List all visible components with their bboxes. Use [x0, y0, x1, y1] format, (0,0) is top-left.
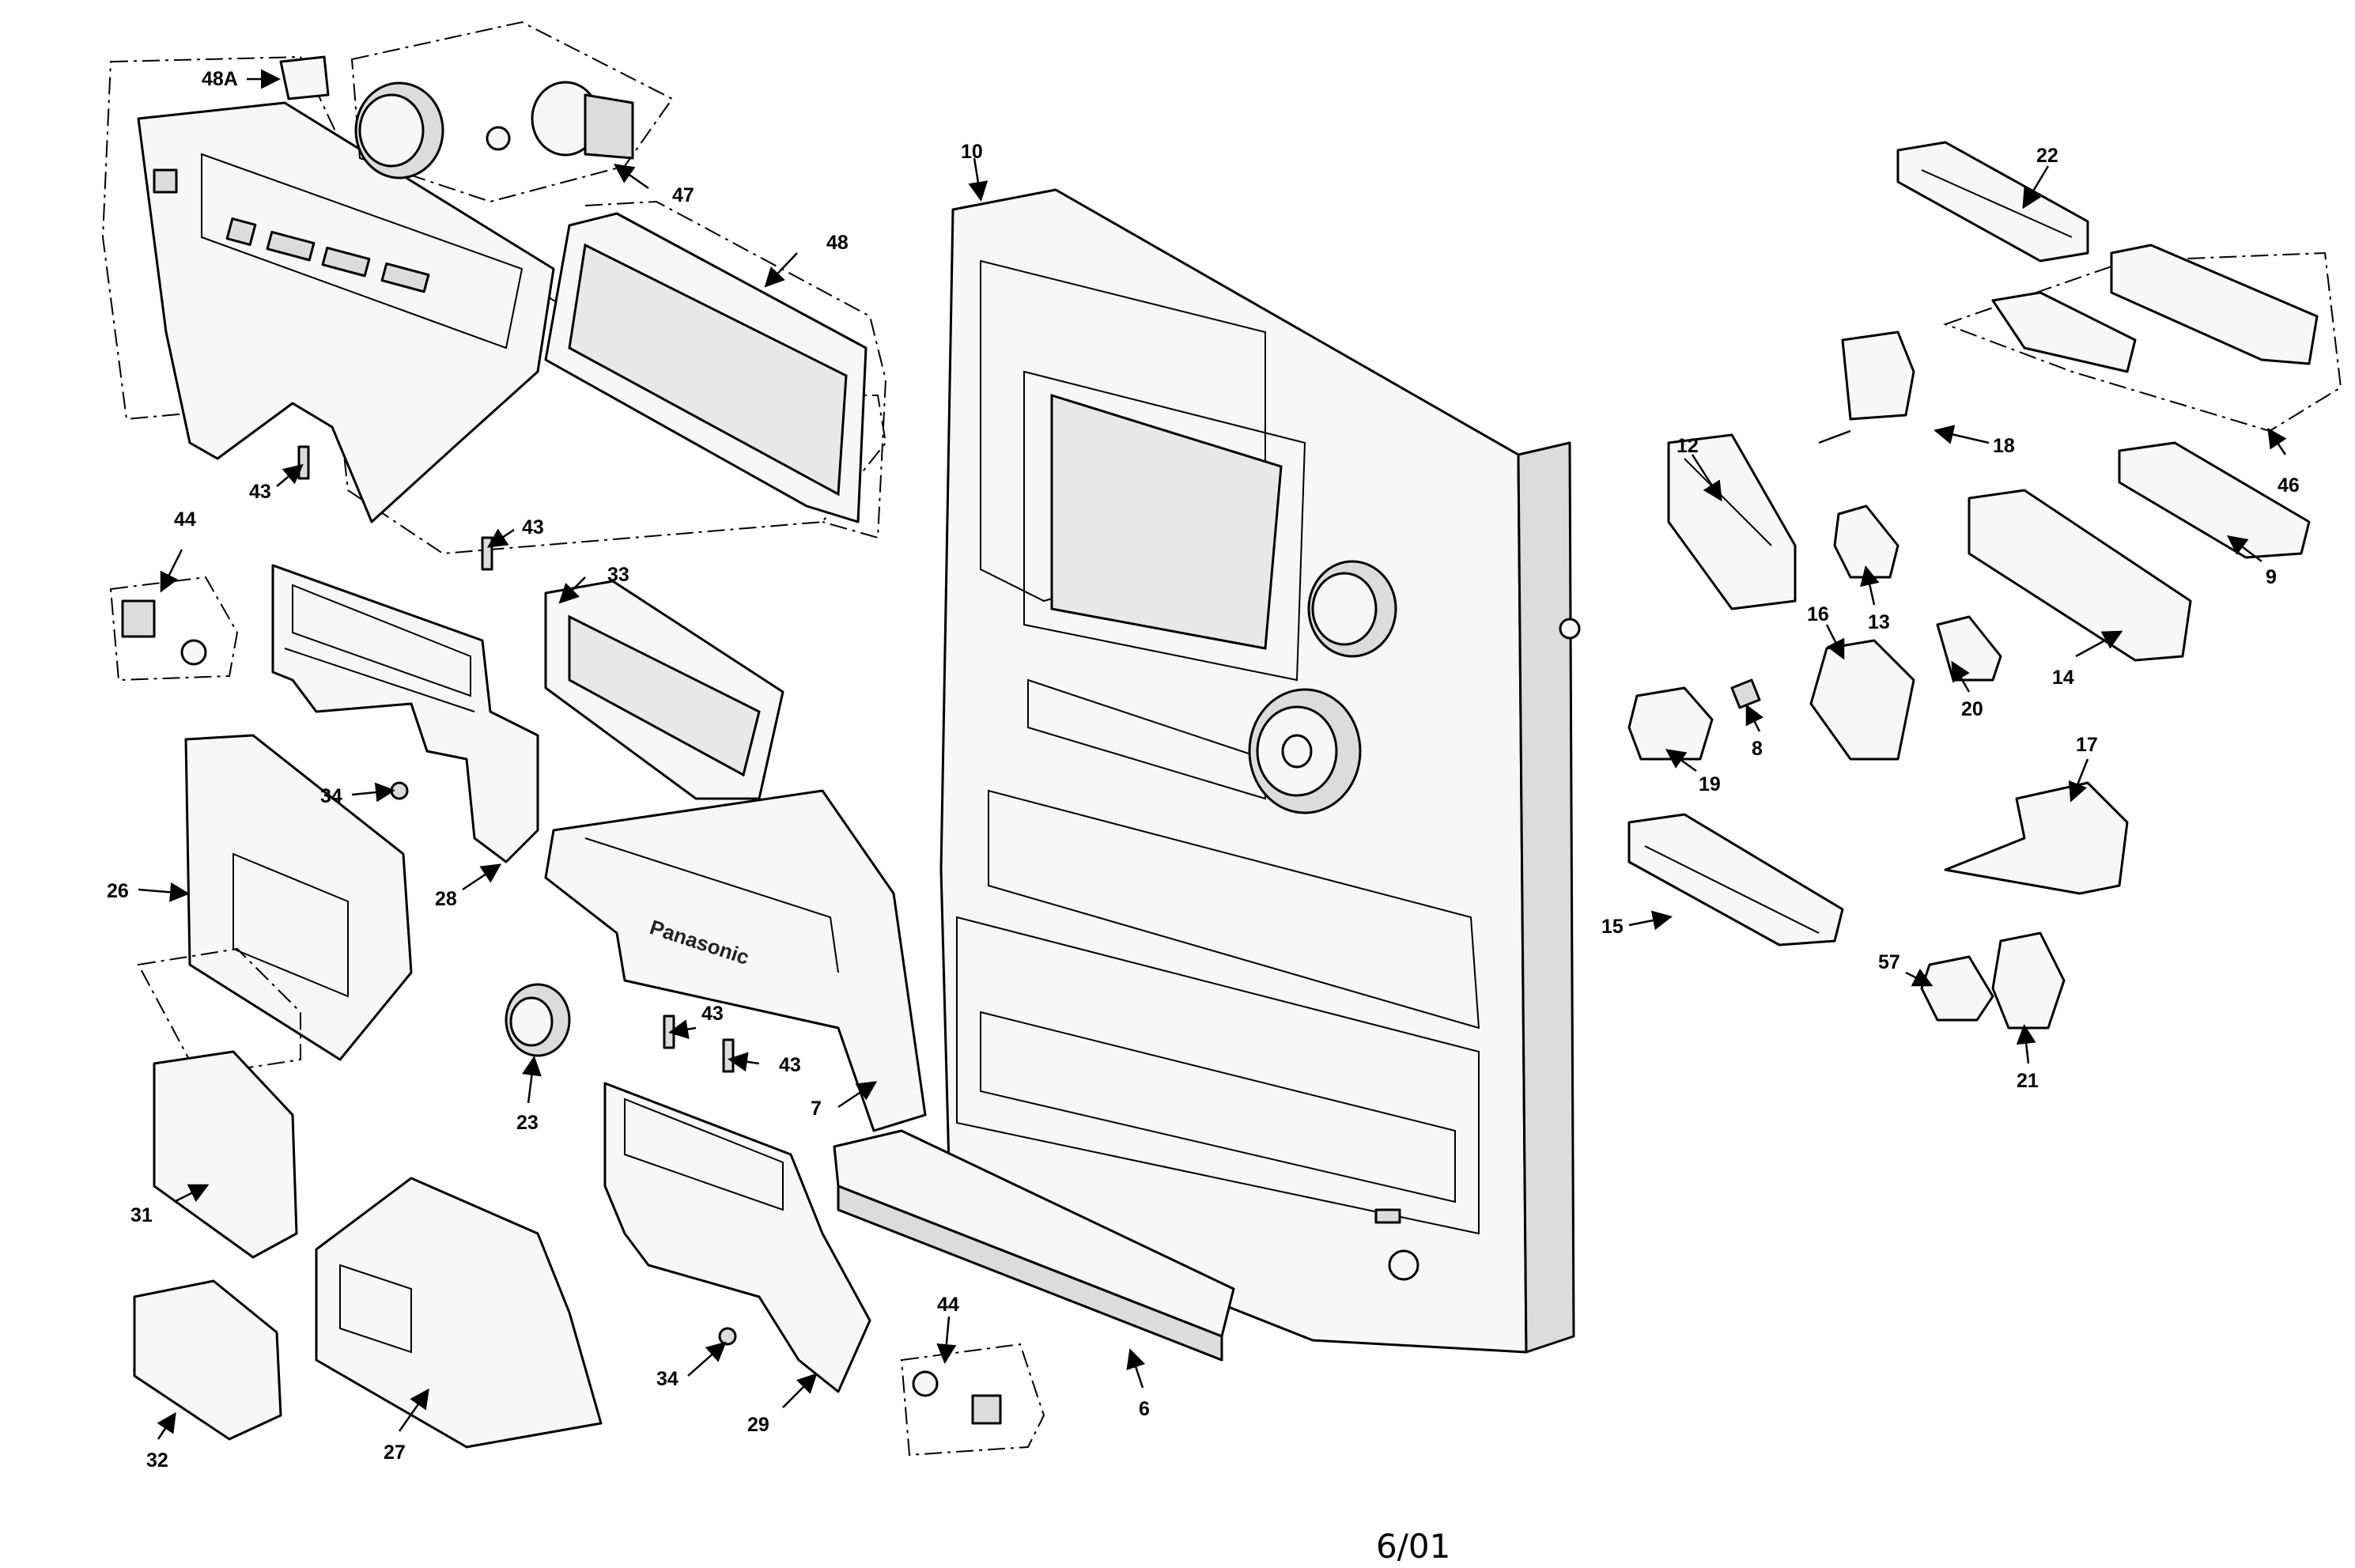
- callout-28: 28: [435, 888, 457, 910]
- callout-44-lower: 44: [937, 1294, 959, 1316]
- led-part-44-upper: [109, 576, 239, 682]
- callout-8: 8: [1752, 738, 1763, 760]
- callout-labels: 48A 47 48 10 22 46 18 12 9 13 14 16 20 8…: [107, 68, 2300, 1472]
- centre-panel-7: Panasonic: [544, 789, 927, 1132]
- callout-43-c: 43: [701, 1003, 724, 1025]
- callout-22: 22: [2036, 145, 2058, 167]
- callout-12: 12: [1676, 435, 1699, 457]
- callout-33: 33: [607, 564, 629, 586]
- leader-lines: [138, 69, 2287, 1440]
- callout-23: 23: [516, 1112, 539, 1134]
- callout-27: 27: [384, 1441, 406, 1464]
- part-8: [1730, 678, 1761, 709]
- part-15: [1627, 813, 1844, 946]
- front-panel-10: [939, 188, 1581, 1354]
- holder-27: [315, 1177, 603, 1449]
- callout-44-upper: 44: [174, 508, 196, 531]
- window-33: [544, 580, 784, 800]
- callout-15: 15: [1601, 916, 1624, 938]
- callout-6: 6: [1139, 1398, 1150, 1420]
- callout-9: 9: [2266, 566, 2277, 588]
- callout-32: 32: [146, 1449, 168, 1472]
- part-13: [1833, 504, 1899, 579]
- callout-26: 26: [107, 880, 129, 902]
- callout-21: 21: [2017, 1070, 2039, 1092]
- callout-47: 47: [672, 184, 694, 206]
- callout-43-d: 43: [779, 1054, 801, 1076]
- cover-32: [133, 1279, 282, 1441]
- part-20: [1936, 615, 2002, 682]
- part-57: [1920, 955, 1994, 1022]
- top-left-housing: [101, 55, 887, 555]
- switch-18: [1818, 331, 1915, 444]
- callout-48a: 48A: [202, 68, 238, 90]
- callout-20: 20: [1961, 698, 1983, 720]
- part-14: [1968, 489, 2192, 662]
- callout-17: 17: [2076, 734, 2098, 756]
- callout-18: 18: [1993, 435, 2015, 457]
- bracket-46: [1943, 244, 2342, 433]
- callout-10: 10: [961, 141, 983, 163]
- callout-31: 31: [130, 1204, 153, 1226]
- callout-43-b: 43: [522, 516, 544, 538]
- part-9: [2118, 441, 2311, 559]
- callout-57: 57: [1878, 951, 1900, 973]
- callout-34-lower: 34: [656, 1368, 679, 1390]
- callout-46: 46: [2278, 474, 2300, 497]
- led-part-44-lower: [900, 1343, 1045, 1457]
- cover-31: [153, 1050, 298, 1259]
- switch-12: [1667, 433, 1797, 610]
- callout-14: 14: [2052, 667, 2074, 689]
- knob-set-47: [350, 21, 674, 203]
- part-17: [1944, 781, 2129, 895]
- knob-23: [505, 983, 571, 1057]
- front-bar-6: [833, 1129, 1235, 1362]
- window-48: [544, 200, 887, 539]
- callout-7: 7: [811, 1098, 822, 1120]
- callout-48: 48: [826, 232, 849, 254]
- callout-16: 16: [1807, 603, 1829, 625]
- part-19: [1627, 686, 1714, 761]
- callout-19: 19: [1699, 773, 1721, 795]
- callout-13: 13: [1868, 611, 1890, 633]
- display-frame-29: [603, 1082, 871, 1393]
- callout-29: 29: [747, 1414, 769, 1436]
- callout-43-a: 43: [249, 481, 271, 503]
- footer-date: 6/01: [1376, 1527, 1450, 1566]
- part-21: [1991, 931, 2066, 1030]
- front-cover-26: [137, 734, 413, 1077]
- part-16: [1809, 639, 1915, 761]
- bracket-22: [1896, 141, 2089, 263]
- callout-34-upper: 34: [320, 785, 342, 807]
- display-frame-28: [271, 564, 539, 863]
